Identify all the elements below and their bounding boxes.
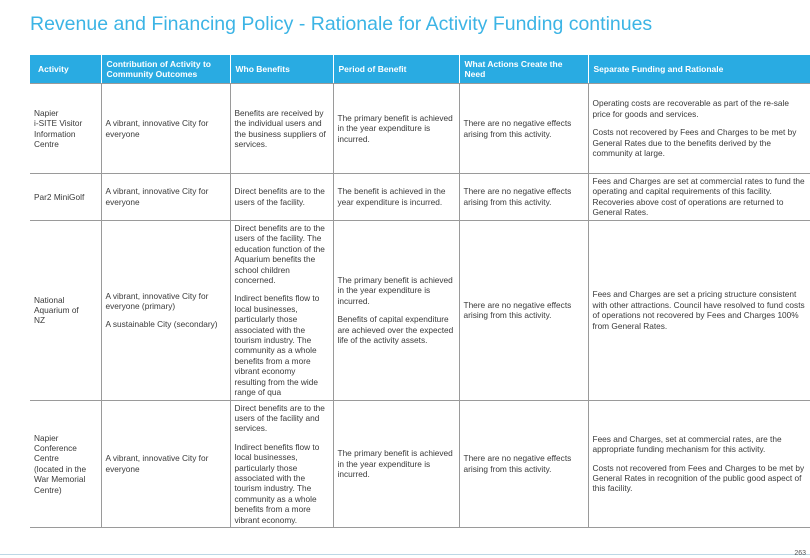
contribution-cell: A vibrant, innovative City for everyone … bbox=[100, 220, 230, 401]
contribution-cell: A vibrant, innovative City for everyone bbox=[100, 83, 230, 174]
period-text: The primary benefit is achieved in the y… bbox=[337, 112, 453, 144]
funding-cell: Fees and Charges are set a pricing struc… bbox=[587, 220, 810, 401]
actions-text: There are no negative effects arising fr… bbox=[463, 118, 572, 139]
actions-cell: There are no negative effects arising fr… bbox=[458, 173, 588, 221]
period-text: The benefit is achieved in the year expe… bbox=[337, 186, 446, 207]
who-benefits-cell: Benefits are received by the individual … bbox=[229, 83, 333, 174]
activity-cell: National Aquarium of NZ bbox=[30, 220, 101, 401]
table-row: National Aquarium of NZ A vibrant, innov… bbox=[30, 220, 810, 401]
contribution-text: A vibrant, innovative City for everyone bbox=[105, 186, 209, 207]
who-benefits-text: Direct benefits are to the users of the … bbox=[234, 222, 325, 285]
funding-cell: Fees and Charges are set at commercial r… bbox=[587, 173, 810, 221]
activity-line: National bbox=[34, 294, 65, 305]
activity-line: Napier bbox=[34, 107, 59, 118]
activity-line: Centre bbox=[34, 138, 59, 149]
actions-text: There are no negative effects arising fr… bbox=[463, 186, 572, 207]
table-row: Napier i-SITE Visitor Information Centre… bbox=[30, 83, 810, 174]
header-funding-rationale: Separate Funding and Rationale bbox=[587, 55, 810, 84]
funding-text: Operating costs are recoverable as part … bbox=[592, 98, 789, 119]
who-benefits-text: Direct benefits are to the users of the … bbox=[234, 402, 325, 434]
activity-cell: Napier i-SITE Visitor Information Centre bbox=[30, 83, 101, 174]
activity-line: Aquarium of bbox=[34, 304, 79, 315]
contribution-text: A vibrant, innovative City for everyone … bbox=[105, 290, 209, 311]
activity-line: (located in the bbox=[34, 463, 87, 474]
activity-line: Conference bbox=[34, 443, 77, 454]
actions-cell: There are no negative effects arising fr… bbox=[458, 83, 588, 174]
activity-line: War Memorial bbox=[34, 474, 86, 485]
funding-rationale-table: Activity Contribution of Activity to Com… bbox=[30, 55, 810, 529]
activity-line: NZ bbox=[34, 315, 46, 326]
footer-divider bbox=[0, 554, 810, 555]
header-who-benefits: Who Benefits bbox=[229, 55, 333, 84]
who-benefits-text: Benefits are received by the individual … bbox=[234, 107, 326, 149]
actions-text: There are no negative effects arising fr… bbox=[463, 453, 572, 474]
contribution-cell: A vibrant, innovative City for everyone bbox=[100, 400, 230, 529]
funding-text: Fees and Charges, set at commercial rate… bbox=[592, 433, 782, 455]
activity-line: Centre) bbox=[34, 484, 62, 495]
contribution-cell: A vibrant, innovative City for everyone bbox=[100, 173, 230, 221]
period-text: Benefits of capital expenditure are achi… bbox=[337, 314, 454, 345]
who-benefits-text: Indirect benefits flow to local business… bbox=[234, 441, 320, 525]
actions-text: There are no negative effects arising fr… bbox=[463, 299, 572, 321]
table-row: Napier Conference Centre (located in the… bbox=[30, 400, 810, 529]
header-actions-create-need: What Actions Create the Need bbox=[458, 55, 588, 84]
who-benefits-cell: Direct benefits are to the users of the … bbox=[229, 220, 333, 401]
actions-cell: There are no negative effects arising fr… bbox=[458, 400, 588, 529]
header-period-of-benefit: Period of Benefit bbox=[332, 55, 459, 84]
activity-cell: Napier Conference Centre (located in the… bbox=[30, 400, 101, 529]
header-activity: Activity bbox=[30, 55, 101, 84]
table-row: Par2 MiniGolf A vibrant, innovative City… bbox=[30, 173, 810, 221]
contribution-text: A vibrant, innovative City for everyone bbox=[105, 453, 209, 474]
period-cell: The benefit is achieved in the year expe… bbox=[332, 173, 459, 221]
who-benefits-text: Direct benefits are to the users of the … bbox=[234, 186, 325, 207]
activity-line: i-SITE Visitor bbox=[34, 118, 83, 129]
period-cell: The primary benefit is achieved in the y… bbox=[332, 83, 459, 174]
who-benefits-text: Indirect benefits flow to local business… bbox=[234, 293, 320, 397]
funding-cell: Fees and Charges, set at commercial rate… bbox=[587, 400, 810, 529]
who-benefits-cell: Direct benefits are to the users of the … bbox=[229, 173, 333, 221]
activity-cell: Par2 MiniGolf bbox=[30, 173, 101, 221]
contribution-text: A vibrant, innovative City for everyone bbox=[105, 118, 209, 139]
funding-text: Fees and Charges are set a pricing struc… bbox=[592, 289, 805, 331]
funding-text: Fees and Charges are set at commercial r… bbox=[592, 176, 805, 218]
activity-line: Information bbox=[34, 128, 76, 139]
who-benefits-cell: Direct benefits are to the users of the … bbox=[229, 400, 333, 529]
table-header-row: Activity Contribution of Activity to Com… bbox=[30, 55, 810, 84]
page-title: Revenue and Financing Policy - Rationale… bbox=[30, 13, 653, 35]
period-cell: The primary benefit is achieved in the y… bbox=[332, 220, 459, 401]
funding-cell: Operating costs are recoverable as part … bbox=[587, 83, 810, 174]
header-contribution: Contribution of Activity to Community Ou… bbox=[100, 55, 230, 84]
funding-text: Costs not recovered from Fees and Charge… bbox=[592, 462, 805, 494]
page-number: 263 bbox=[794, 550, 806, 557]
activity-line: Par2 MiniGolf bbox=[34, 191, 85, 202]
funding-text: Costs not recovered by Fees and Charges … bbox=[592, 127, 797, 159]
contribution-text: A sustainable City (secondary) bbox=[105, 319, 218, 330]
period-text: The primary benefit is achieved in the y… bbox=[337, 274, 453, 306]
activity-line: Centre bbox=[34, 453, 59, 464]
period-cell: The primary benefit is achieved in the y… bbox=[332, 400, 459, 529]
activity-line: Napier bbox=[34, 432, 59, 443]
period-text: The primary benefit is achieved in the y… bbox=[337, 448, 453, 480]
actions-cell: There are no negative effects arising fr… bbox=[458, 220, 588, 401]
